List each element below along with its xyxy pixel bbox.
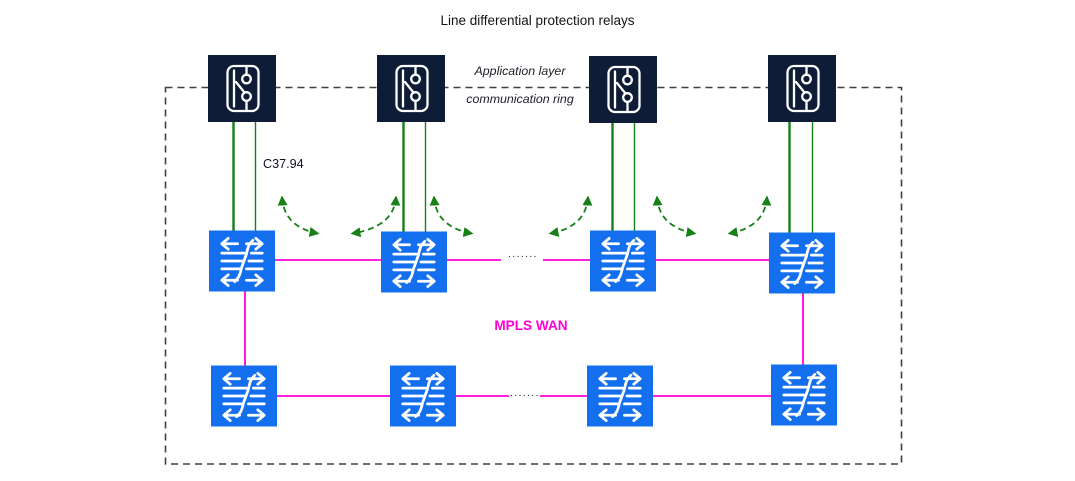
mpls-switch-icon bbox=[209, 230, 275, 292]
relay-switch-links bbox=[232, 121, 814, 233]
mpls-switch-icon bbox=[211, 365, 277, 427]
mpls-switch-icon bbox=[769, 232, 835, 294]
omitted-switches-ellipsis-bottom: ....... bbox=[510, 388, 540, 399]
mpls-switch-icon bbox=[771, 364, 837, 426]
wan-switch-node-6 bbox=[390, 365, 456, 427]
wan-switch-node-1 bbox=[209, 230, 275, 292]
mpls-switch-icon bbox=[381, 231, 447, 293]
circuit-breaker-icon bbox=[208, 55, 276, 122]
protocol-label: C37.94 bbox=[263, 157, 304, 171]
relay-node-4 bbox=[768, 55, 836, 122]
circuit-breaker-icon bbox=[768, 55, 836, 122]
circuit-breaker-icon bbox=[377, 55, 445, 122]
wan-switch-node-8 bbox=[771, 364, 837, 426]
mpls-switch-icon bbox=[587, 365, 653, 427]
mpls-links bbox=[244, 259, 804, 397]
wan-switch-node-5 bbox=[211, 365, 277, 427]
wan-switch-node-2 bbox=[381, 231, 447, 293]
wan-boundary bbox=[164, 86, 903, 465]
ring-arcs bbox=[277, 195, 772, 238]
mpls-switch-icon bbox=[590, 230, 656, 292]
application-ring-label-line1: Application layer bbox=[474, 64, 566, 78]
relay-node-2 bbox=[377, 55, 445, 122]
wan-switch-node-4 bbox=[769, 232, 835, 294]
diagram-title: Line differential protection relays bbox=[440, 13, 635, 28]
application-ring-label-line2: communication ring bbox=[466, 92, 574, 106]
mpls-switch-icon bbox=[390, 365, 456, 427]
omitted-switches-ellipsis-top: ....... bbox=[508, 249, 538, 260]
mpls-wan-label: MPLS WAN bbox=[494, 318, 568, 333]
relay-node-1 bbox=[208, 55, 276, 122]
wan-switch-node-3 bbox=[590, 230, 656, 292]
wan-switch-node-7 bbox=[587, 365, 653, 427]
